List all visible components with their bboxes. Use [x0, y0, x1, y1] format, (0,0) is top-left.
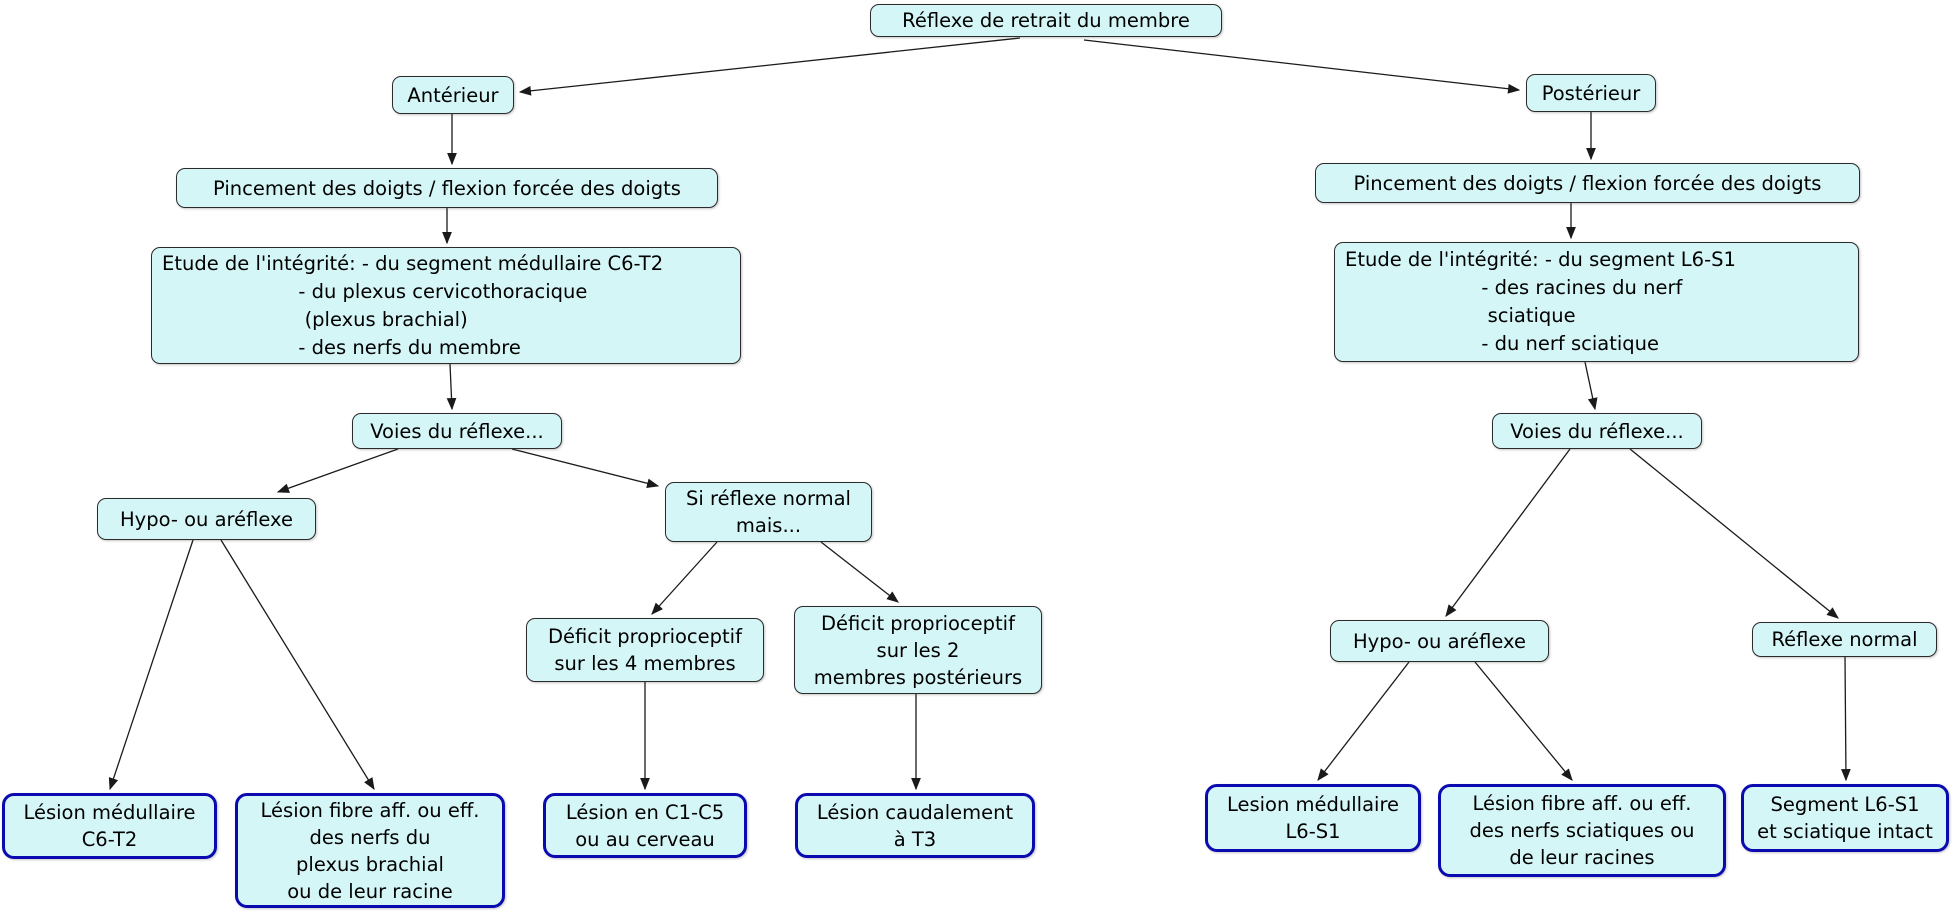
edge-hypo-to-lesion-fibre-right [1474, 661, 1573, 781]
node-anterieur: Antérieur [392, 76, 514, 114]
node-label: Lésion fibre aff. ou eff. des nerfs du p… [260, 798, 480, 903]
node-etude-integrite-right: Etude de l'intégrité: - du segment L6-S1… [1334, 242, 1859, 362]
node-posterieur: Postérieur [1526, 74, 1656, 112]
node-voies-reflexe-right: Voies du réflexe... [1492, 413, 1702, 449]
node-lesion-medullaire-c6t2: Lésion médullaire C6-T2 [2, 793, 217, 859]
node-label: Etude de l'intégrité: - du segment médul… [162, 251, 664, 359]
edge-etude-to-voies-left [446, 363, 457, 411]
node-voies-reflexe-left: Voies du réflexe... [352, 413, 562, 449]
node-label: Lésion médullaire C6-T2 [23, 801, 196, 851]
node-label: Pincement des doigts / flexion forcée de… [213, 176, 681, 200]
node-label: Etude de l'intégrité: - du segment L6-S1… [1345, 248, 1736, 355]
edge-hypo-to-lesion-med-c6t2 [108, 539, 194, 791]
node-label: Hypo- ou aréflexe [119, 507, 293, 531]
node-etude-integrite-left: Etude de l'intégrité: - du segment médul… [151, 247, 741, 364]
node-label: Segment L6-S1 et sciatique intact [1757, 793, 1933, 843]
node-label: Pincement des doigts / flexion forcée de… [1353, 171, 1822, 195]
node-lesion-medullaire-l6s1: Lesion médullaire L6-S1 [1205, 784, 1421, 852]
node-reflexe-normal: Réflexe normal [1752, 622, 1937, 657]
node-label: Si réflexe normal mais... [686, 487, 851, 537]
node-label: Lésion en C1-C5 ou au cerveau [565, 800, 725, 851]
node-label: Antérieur [407, 83, 499, 107]
node-label: Voies du réflexe... [370, 419, 544, 443]
node-label: Réflexe de retrait du membre [902, 9, 1190, 32]
node-reflexe-retrait-membre: Réflexe de retrait du membre [870, 4, 1222, 37]
edge-voies-to-hypo-left [276, 448, 399, 493]
edge-hypo-to-lesion-fibre-left [220, 539, 375, 791]
node-label: Voies du réflexe... [1510, 419, 1684, 443]
node-lesion-fibre-sciatique: Lésion fibre aff. ou eff. des nerfs scia… [1438, 784, 1726, 877]
edge-voies-to-hypo-right [1445, 448, 1571, 617]
node-label: Hypo- ou aréflexe [1352, 629, 1526, 653]
node-label: Lesion médullaire L6-S1 [1226, 793, 1400, 843]
edge-reflexe-normal-to-segment [1841, 656, 1851, 782]
edge-hypo-to-lesion-med-l6s1 [1317, 661, 1410, 781]
edge-etude-to-voies-right [1584, 361, 1598, 411]
edge-si-reflexe-to-deficit2 [820, 541, 899, 603]
node-label: Lésion fibre aff. ou eff. des nerfs scia… [1469, 792, 1695, 869]
node-deficit-2-membres: Déficit proprioceptif sur les 2 membres … [794, 606, 1042, 694]
node-deficit-4-membres: Déficit proprioceptif sur les 4 membres [526, 618, 764, 682]
edge-voies-to-si-reflexe [511, 448, 660, 489]
node-lesion-caudale-t3: Lésion caudalement à T3 [795, 793, 1035, 858]
node-label: Lésion caudalement à T3 [816, 800, 1014, 851]
node-label: Réflexe normal [1771, 628, 1918, 651]
node-label: Postérieur [1541, 81, 1641, 105]
node-pincement-right: Pincement des doigts / flexion forcée de… [1315, 163, 1860, 203]
node-lesion-c1c5-cerveau: Lésion en C1-C5 ou au cerveau [543, 793, 747, 858]
node-lesion-fibre-brachial: Lésion fibre aff. ou eff. des nerfs du p… [235, 793, 505, 908]
node-segment-l6s1-intact: Segment L6-S1 et sciatique intact [1741, 784, 1949, 852]
node-si-reflexe-normal: Si réflexe normal mais... [665, 482, 872, 542]
edge-si-reflexe-to-deficit4 [651, 541, 718, 615]
node-label: Déficit proprioceptif sur les 2 membres … [813, 611, 1023, 689]
node-pincement-left: Pincement des doigts / flexion forcée de… [176, 168, 718, 208]
node-hypo-areflexe-right: Hypo- ou aréflexe [1330, 620, 1549, 662]
node-hypo-areflexe-left: Hypo- ou aréflexe [97, 498, 316, 540]
edge-root-to-posterieur [1083, 39, 1521, 94]
edge-voies-to-reflexe-normal [1629, 448, 1839, 619]
node-label: Déficit proprioceptif sur les 4 membres [548, 625, 742, 675]
edge-root-to-anterieur [518, 37, 1021, 96]
